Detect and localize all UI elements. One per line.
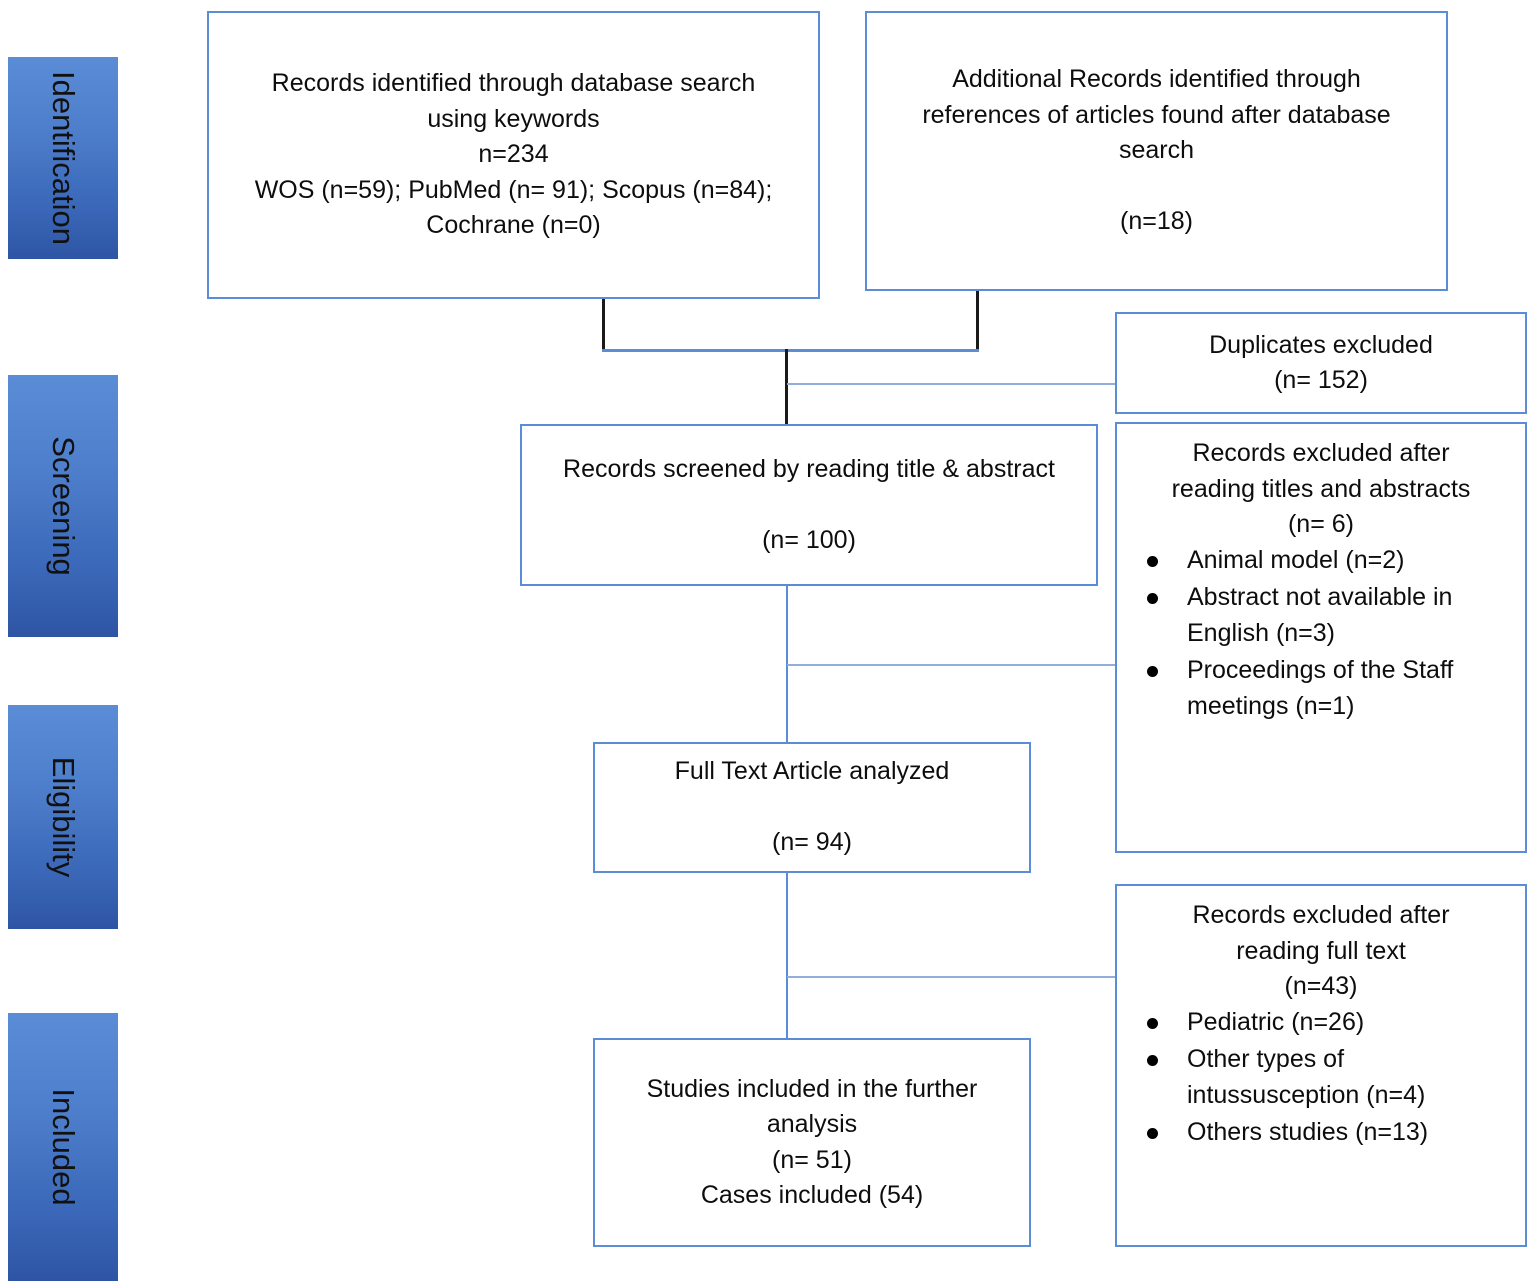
list-item: Abstract not available in English (n=3) (1129, 580, 1513, 651)
stage-label-eligibility: Eligibility (46, 756, 81, 878)
stage-label-screening: Screening (46, 436, 81, 576)
list-item: Others studies (n=13) (1129, 1115, 1513, 1151)
list-item: Animal model (n=2) (1129, 543, 1513, 579)
stage-block-included: Included (8, 1013, 118, 1281)
additional-records-line-5: (n=18) (1120, 207, 1193, 236)
screened-line-3: (n= 100) (762, 525, 856, 554)
connector-fulltext-to-included (786, 873, 788, 1038)
excluded-titles-bullet-list: Animal model (n=2) Abstract not availabl… (1129, 543, 1513, 727)
connector-db-search-drop (602, 298, 605, 350)
bullet-text: Animal model (n=2) (1187, 545, 1405, 574)
box-full-text-analyzed: Full Text Article analyzed (n= 94) (593, 742, 1031, 873)
connector-merge-bar (602, 349, 979, 352)
bullet-dot-icon (1147, 1017, 1158, 1029)
box-additional-records: Additional Records identified through re… (865, 11, 1448, 291)
connector-excluded-titles (787, 664, 1115, 666)
excluded-titles-line-1: Records excluded after (1192, 439, 1450, 467)
studies-included-line-3: (n= 51) (772, 1145, 852, 1174)
list-item: Proceedings of the Staff meetings (n=1) (1129, 653, 1513, 724)
excluded-titles-line-3: (n= 6) (1287, 510, 1354, 538)
db-search-line-2: using keywords (427, 104, 600, 133)
box-records-identified-database-search: Records identified through database sear… (207, 11, 820, 299)
box-records-screened: Records screened by reading title & abst… (520, 424, 1098, 586)
studies-included-line-4: Cases included (54) (700, 1181, 924, 1209)
connector-additional-records-drop (976, 290, 979, 350)
bullet-text: Proceedings of the Staff meetings (n=1) (1187, 656, 1454, 720)
fulltext-line-3: (n= 94) (772, 828, 852, 857)
connector-excluded-fulltext (787, 976, 1115, 978)
db-search-line-5: Cochrane (n=0) (426, 211, 601, 240)
bullet-dot-icon (1147, 593, 1158, 604)
duplicates-line-2: (n= 152) (1274, 366, 1368, 394)
additional-records-line-3: search (1118, 136, 1195, 165)
bullet-dot-icon (1147, 1055, 1158, 1066)
studies-included-line-1: Studies included in the further (646, 1074, 978, 1103)
additional-records-line-1: Additional Records identified through (952, 65, 1361, 94)
stage-block-eligibility: Eligibility (8, 705, 118, 929)
stage-label-identification: Identification (46, 70, 81, 246)
excluded-fulltext-line-1: Records excluded after (1192, 901, 1450, 929)
stage-block-screening: Screening (8, 375, 118, 637)
bullet-text: Abstract not available in English (n=3) (1187, 583, 1453, 647)
excluded-fulltext-bullet-list: Pediatric (n=26) Other types of intussus… (1129, 1005, 1513, 1153)
db-search-line-3: n=234 (478, 140, 549, 169)
bullet-dot-icon (1147, 666, 1158, 677)
excluded-fulltext-line-2: reading full text (1236, 936, 1406, 965)
additional-records-spacer (879, 169, 1434, 205)
db-search-line-1: Records identified through database sear… (271, 69, 756, 98)
bullet-dot-icon (1147, 1128, 1158, 1139)
bullet-dot-icon (1147, 555, 1158, 567)
connector-merge-drop (785, 349, 788, 425)
screened-spacer (534, 487, 1084, 523)
box-excluded-full-text: Records excluded after reading full text… (1115, 884, 1527, 1247)
connector-duplicates-excluded (787, 383, 1115, 385)
bullet-text: Other types of intussusception (n=4) (1187, 1045, 1426, 1109)
screened-line-1: Records screened by reading title & abst… (563, 454, 1055, 483)
db-search-line-4: WOS (n=59); PubMed (n= 91); Scopus (n=84… (254, 175, 773, 204)
list-item: Other types of intussusception (n=4) (1129, 1042, 1513, 1113)
bullet-text: Others studies (n=13) (1187, 1118, 1429, 1146)
fulltext-spacer (607, 790, 1017, 826)
excluded-titles-line-2: reading titles and abstracts (1171, 474, 1471, 503)
bullet-text: Pediatric (n=26) (1187, 1007, 1365, 1036)
excluded-fulltext-line-3: (n=43) (1284, 972, 1358, 1000)
duplicates-line-1: Duplicates excluded (1209, 330, 1433, 359)
fulltext-line-1: Full Text Article analyzed (674, 757, 950, 786)
additional-records-line-2: references of articles found after datab… (922, 100, 1391, 129)
studies-included-line-2: analysis (766, 1110, 858, 1138)
stage-label-included: Included (46, 1088, 81, 1206)
box-excluded-titles-abstracts: Records excluded after reading titles an… (1115, 422, 1527, 853)
box-duplicates-excluded: Duplicates excluded (n= 152) (1115, 312, 1527, 414)
list-item: Pediatric (n=26) (1129, 1005, 1513, 1041)
stage-block-identification: Identification (8, 57, 118, 259)
box-studies-included: Studies included in the further analysis… (593, 1038, 1031, 1247)
